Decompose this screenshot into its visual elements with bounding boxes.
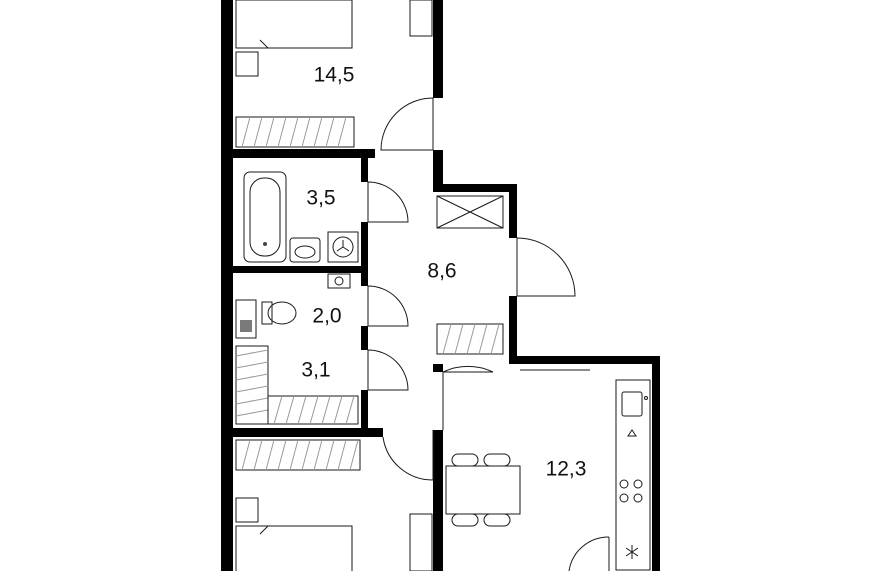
wall-left-outer bbox=[221, 0, 233, 571]
bed-bottom bbox=[235, 525, 353, 571]
door-kitchen bbox=[442, 365, 494, 430]
washer-mark bbox=[336, 240, 350, 252]
hall-shelf-hatch bbox=[442, 323, 500, 355]
wall-notch-right-upper bbox=[509, 184, 517, 238]
toilet-sink-bowl bbox=[334, 276, 344, 286]
wardrobe-top-hatch bbox=[241, 116, 347, 148]
wardrobe-bottom-bedroom bbox=[235, 439, 361, 471]
dining-table bbox=[445, 465, 521, 515]
area-label-bedroom-top: 14,5 bbox=[314, 64, 355, 87]
toilet-tank bbox=[261, 301, 273, 325]
wall-kitchen-left bbox=[433, 430, 443, 571]
door-entrance bbox=[516, 237, 576, 297]
wall-wardrobe-hall bbox=[361, 390, 368, 430]
walls bbox=[221, 0, 660, 571]
stove-burner-4 bbox=[633, 493, 643, 503]
tv-cabinet-bottom bbox=[409, 513, 433, 571]
area-label-toilet: 2,0 bbox=[312, 305, 341, 328]
wall-bath-toilet bbox=[233, 266, 368, 273]
wall-bath-hall-2 bbox=[361, 222, 368, 286]
bedroom-bottom-furniture bbox=[235, 439, 433, 571]
wall-bath-hall bbox=[361, 158, 368, 182]
door-bathroom bbox=[367, 181, 409, 223]
kitchen-counter bbox=[615, 379, 651, 571]
wall-toilet-hall bbox=[361, 326, 368, 350]
hallway-furniture bbox=[436, 195, 504, 355]
hall-cabinet-cross bbox=[436, 195, 504, 229]
wall-wardrobe-bedroom bbox=[233, 428, 383, 437]
wall-notch-right-lower bbox=[509, 296, 517, 362]
wall-kitchen-left-top bbox=[433, 364, 443, 372]
bed-top bbox=[235, 0, 353, 49]
toilet-furniture bbox=[235, 273, 351, 339]
chair-4 bbox=[483, 513, 511, 527]
kitchen-faucet bbox=[644, 396, 648, 400]
area-label-wardrobe: 3,1 bbox=[301, 359, 330, 382]
kitchen-sink bbox=[621, 391, 643, 417]
wardrobe-shelf-bottom bbox=[267, 395, 359, 425]
stove-burner-3 bbox=[619, 493, 629, 503]
area-label-bathroom: 3,5 bbox=[306, 187, 335, 210]
wardrobe-bottom-hatch bbox=[273, 395, 355, 425]
nightstand-bottom bbox=[235, 497, 259, 523]
bed-top-fold bbox=[259, 39, 269, 49]
wardrobe-shelf-left bbox=[235, 345, 269, 425]
fridge-icon bbox=[625, 545, 639, 559]
kitchen-dispenser bbox=[627, 429, 637, 437]
chair-2 bbox=[483, 453, 511, 467]
bed-bottom-fold bbox=[259, 525, 269, 535]
bathtub-drain bbox=[263, 242, 267, 246]
kitchen-furniture bbox=[445, 369, 651, 571]
wall-kitchen-right bbox=[652, 356, 660, 571]
door-bedroom-bottom bbox=[382, 430, 434, 481]
wardrobe-bottom-bedroom-hatch bbox=[241, 439, 359, 471]
door-toilet bbox=[367, 285, 409, 327]
door-balcony bbox=[568, 536, 610, 571]
wardrobe-shelf-hatch bbox=[235, 349, 269, 417]
wardrobe-top bbox=[235, 116, 355, 148]
washer bbox=[327, 231, 359, 263]
sink-bowl bbox=[294, 245, 316, 259]
area-label-kitchen: 12,3 bbox=[546, 458, 587, 481]
chair-1 bbox=[451, 453, 479, 467]
sink bbox=[289, 237, 321, 263]
area-label-hallway: 8,6 bbox=[427, 260, 456, 283]
hall-shelf bbox=[436, 323, 504, 355]
tv-cabinet-top bbox=[409, 0, 433, 37]
wall-bedroom-top-right-lower bbox=[433, 150, 443, 190]
bathroom-furniture bbox=[243, 171, 359, 263]
hall-cabinet bbox=[436, 195, 504, 229]
bedroom-top-furniture bbox=[235, 0, 433, 148]
door-bedroom-top bbox=[380, 97, 434, 151]
toilet-shaft bbox=[235, 299, 257, 339]
wall-bedroom-bath bbox=[233, 149, 375, 158]
bathtub-inner bbox=[249, 177, 281, 257]
stove-burner-1 bbox=[619, 479, 629, 489]
door-wardrobe bbox=[367, 349, 409, 391]
stove-burner-2 bbox=[633, 479, 643, 489]
wall-notch-top bbox=[433, 184, 517, 192]
chair-3 bbox=[451, 513, 479, 527]
wall-kitchen-top bbox=[509, 356, 660, 364]
toilet-bowl bbox=[267, 301, 297, 325]
toilet-sink bbox=[327, 273, 351, 289]
nightstand-top bbox=[235, 51, 259, 77]
wall-bedroom-top-right bbox=[433, 0, 443, 98]
area-labels: 14,5 3,5 2,0 3,1 8,6 12,3 bbox=[301, 64, 586, 481]
washer-drum bbox=[332, 236, 354, 258]
wardrobe-furniture bbox=[235, 345, 359, 425]
bathtub bbox=[243, 171, 287, 263]
doors bbox=[367, 97, 610, 571]
toilet-riser bbox=[240, 320, 252, 332]
